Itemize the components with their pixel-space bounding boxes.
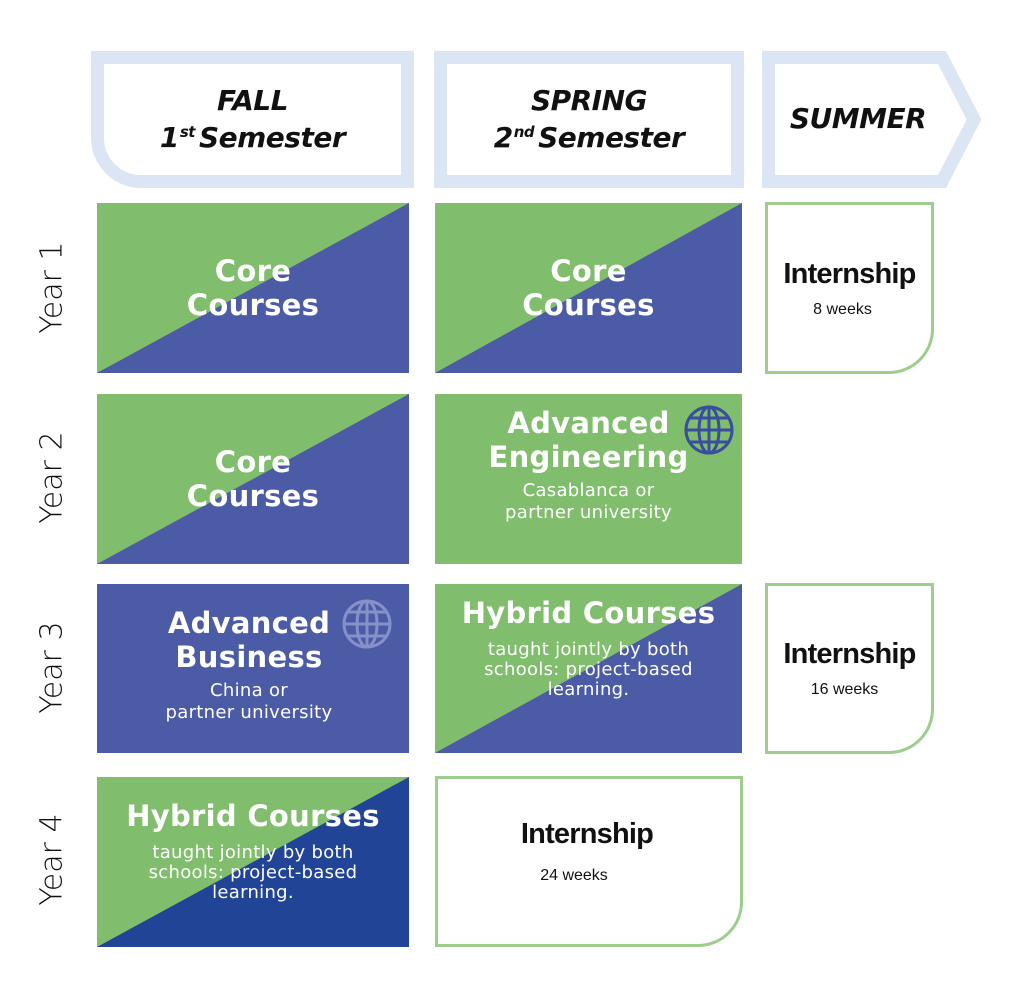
year-4-label: Year 4 xyxy=(34,813,70,906)
year-4-fall-hybrid-courses-tile: Hybrid Courses taught jointly by both sc… xyxy=(97,777,409,947)
year-3-fall-advanced-business-tile: Advanced Business China or partner unive… xyxy=(97,584,409,753)
tile-subtitle: Casablanca or partner university xyxy=(505,480,672,524)
tile-subtitle: China or partner university xyxy=(165,680,333,724)
tile-subtitle: taught jointly by both schools: project-… xyxy=(484,639,693,700)
internship-duration: 16 weeks xyxy=(810,681,879,698)
internship-title: Internship xyxy=(520,818,654,850)
year-1-summer-internship-box: Internship 8 weeks xyxy=(765,202,934,374)
diagonal-split-background xyxy=(435,584,742,753)
tile-title: Core Courses xyxy=(522,253,655,322)
tile-title: Hybrid Courses xyxy=(126,799,380,833)
diagonal-split-background xyxy=(435,203,742,373)
year-3-spring-hybrid-courses-tile: Hybrid Courses taught jointly by both sc… xyxy=(435,584,742,753)
tile-title: Hybrid Courses xyxy=(461,596,716,630)
year-2-fall-core-courses-tile: Core Courses xyxy=(97,394,409,564)
globe-icon xyxy=(342,599,392,649)
spring-semester-ordinal: nd xyxy=(513,122,535,141)
year-1-spring-core-courses-tile: Core Courses xyxy=(435,203,742,373)
tile-title: Advanced Engineering xyxy=(488,406,689,475)
tile-subtitle: taught jointly by both schools: project-… xyxy=(148,842,358,903)
year-1-fall-core-courses-tile: Core Courses xyxy=(97,203,409,373)
fall-label: FALL xyxy=(217,84,288,118)
spring-semester-label: Semester xyxy=(538,120,685,154)
globe-icon xyxy=(684,405,734,455)
year-2-spring-advanced-engineering-tile: Advanced Engineering Casablanca or partn… xyxy=(435,394,742,564)
internship-duration: 24 weeks xyxy=(540,867,608,884)
year-2-label: Year 2 xyxy=(34,431,70,524)
summer-header: SUMMER xyxy=(762,51,984,188)
internship-title: Internship xyxy=(783,638,916,670)
summer-label: SUMMER xyxy=(789,102,927,136)
tile-title: Core Courses xyxy=(186,253,320,322)
diagonal-split-background xyxy=(97,777,409,947)
summer-arrow-shape xyxy=(762,51,982,188)
diagonal-split-background xyxy=(97,394,409,564)
tile-title: Advanced Business xyxy=(167,606,331,675)
spring-semester-number: 2 xyxy=(493,120,513,154)
tile-title: Core Courses xyxy=(186,444,320,513)
year-3-summer-internship-box: Internship 16 weeks xyxy=(765,583,934,754)
internship-duration: 8 weeks xyxy=(813,300,872,318)
fall-semester-ordinal: st xyxy=(179,122,196,141)
fall-semester-label: Semester xyxy=(198,120,346,154)
diagonal-split-background xyxy=(97,203,409,373)
fall-semester-number: 1 xyxy=(159,120,179,154)
year-4-spring-internship-box: Internship 24 weeks xyxy=(435,776,743,947)
year-1-label: Year 1 xyxy=(34,241,70,334)
year-3-label: Year 3 xyxy=(34,621,70,714)
internship-title: Internship xyxy=(783,257,916,290)
spring-label: SPRING xyxy=(530,84,648,118)
